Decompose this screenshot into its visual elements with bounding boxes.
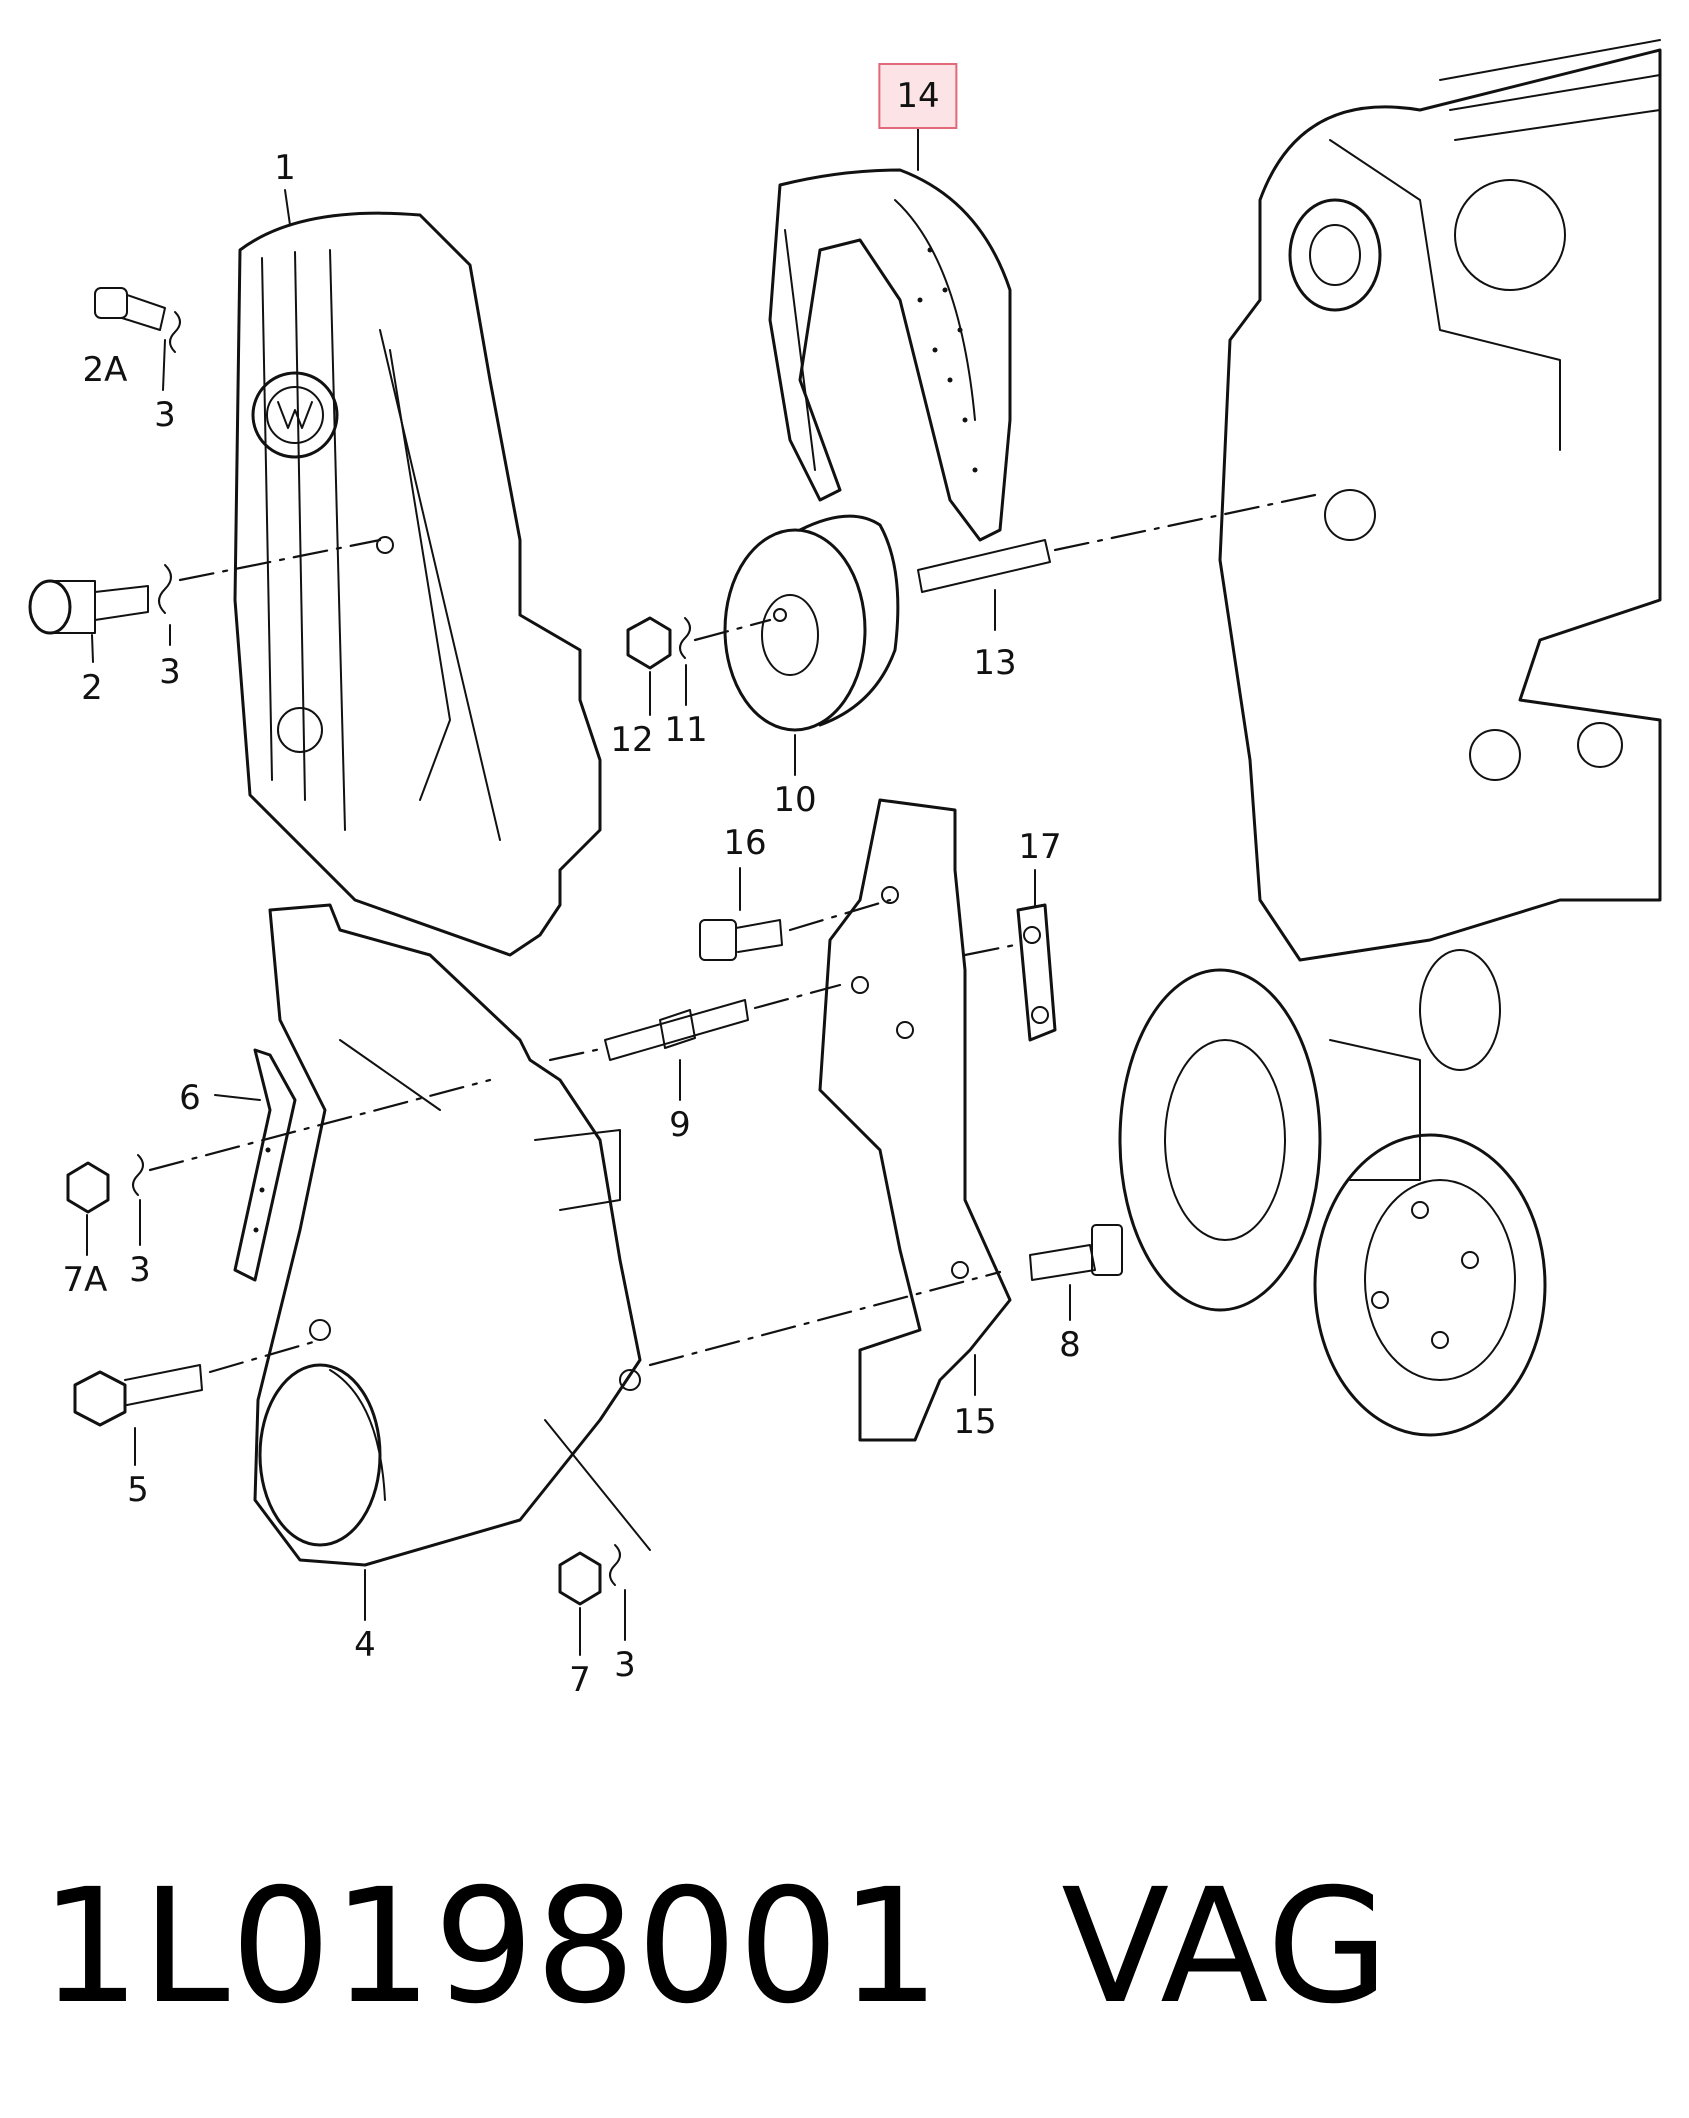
timing-belt [768,168,1012,542]
seal-strip-6 [233,1048,297,1282]
engine-block [1218,39,1662,962]
callout-12: 12 [610,720,654,760]
callout-15: 15 [953,1402,997,1442]
callout-3: 3 [614,1645,636,1685]
callout-3: 3 [154,395,176,435]
lower-timing-cover [253,903,651,1567]
callout-4: 4 [354,1625,376,1665]
callout-16: 16 [723,823,767,863]
stud-13 [917,493,1317,593]
callout-2: 2 [81,668,103,708]
exploded-timing-belt-diagram [28,39,1662,1656]
tensioner-pulley [723,514,900,732]
brand-name: VAG [1061,1855,1390,2039]
callout-5: 5 [127,1470,149,1510]
callout-8: 8 [1059,1325,1081,1365]
nut-7a [66,1078,492,1214]
callout-7: 7 [569,1660,591,1700]
crankshaft-pulley [1118,949,1547,1437]
callout-3: 3 [159,652,181,692]
callout-9: 9 [669,1105,691,1145]
bolt-16 [699,898,892,961]
stud-9 [548,983,842,1062]
callout-17: 17 [1018,827,1062,867]
part-caption: 1L0198001 VAG [40,1855,1390,2039]
rear-bracket-15 [818,798,1012,1442]
nut-12 [626,616,772,670]
callout-13: 13 [973,643,1017,683]
upper-timing-cover [233,211,602,957]
plate-17 [963,903,1057,1042]
callout-3: 3 [129,1250,151,1290]
callout-10: 10 [773,780,817,820]
nut-7 [558,1544,621,1606]
bolt-8 [648,1224,1123,1367]
callout-7a: 7A [62,1260,108,1300]
bolt-5 [73,1338,322,1427]
bolt-2 [28,538,382,635]
part-number: 1L0198001 [40,1855,942,2039]
callout-11: 11 [664,710,708,750]
bolt-2a [94,287,181,353]
callout-14-highlighted: 14 [878,63,958,129]
callout-6: 6 [179,1078,201,1118]
callout-2a: 2A [82,350,128,390]
leader-lines [86,124,1071,1656]
callout-1: 1 [274,148,296,188]
